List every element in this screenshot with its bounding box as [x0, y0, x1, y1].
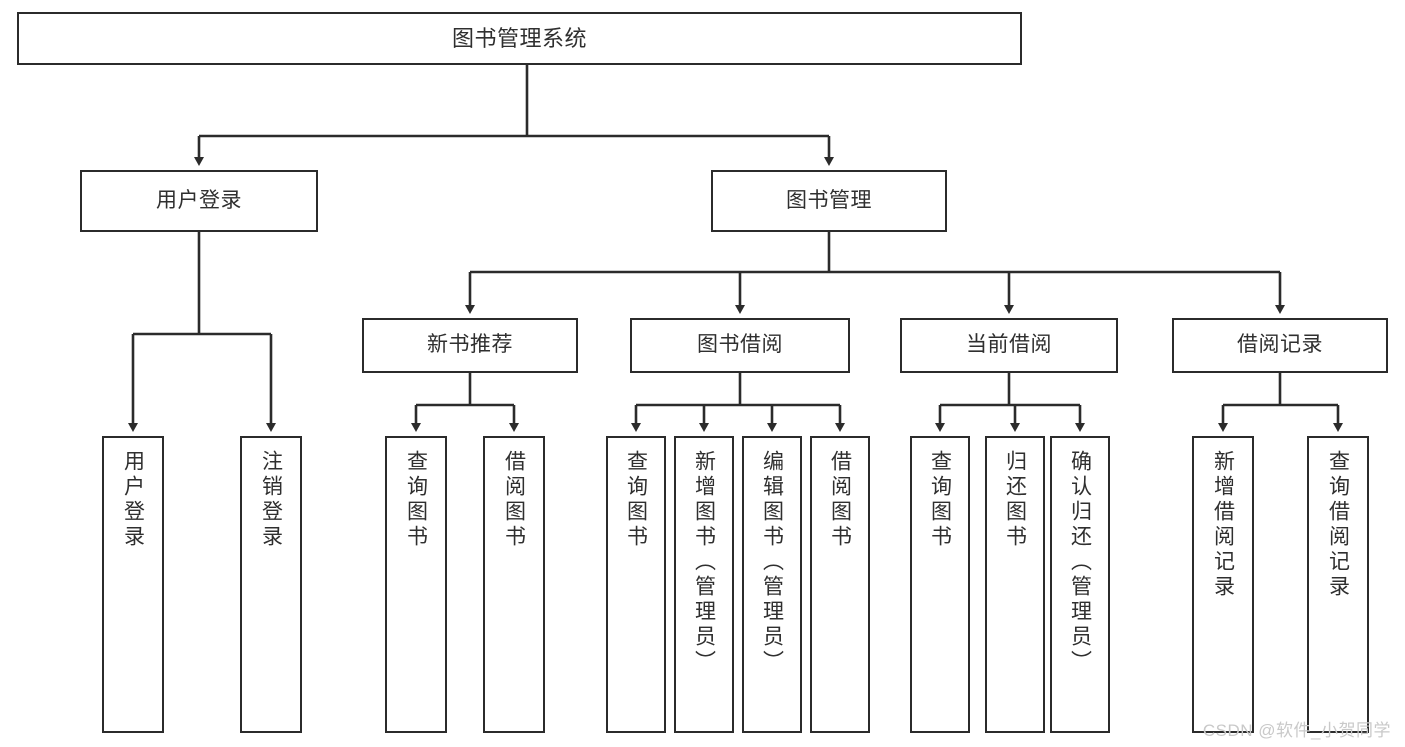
node-leaf-label: 编辑图书（管理员） [760, 450, 784, 675]
edges [128, 65, 1343, 432]
node-leaf-borrow-book-rec[interactable]: 借阅图书 [483, 436, 545, 733]
node-root-system[interactable]: 图书管理系统 [17, 12, 1022, 65]
node-leaf-query-book[interactable]: 查询图书 [606, 436, 666, 733]
node-root-label: 图书管理系统 [451, 25, 587, 51]
node-current-borrow-label: 当前借阅 [966, 333, 1052, 357]
node-leaf-label: 用户登录 [121, 450, 145, 550]
node-current-borrow[interactable]: 当前借阅 [900, 318, 1118, 373]
node-leaf-label: 归还图书 [1003, 450, 1027, 550]
node-leaf-label: 新增图书（管理员） [692, 450, 716, 675]
node-leaf-confirm-return-admin[interactable]: 确认归还（管理员） [1050, 436, 1110, 733]
node-leaf-query-borrow-record[interactable]: 查询借阅记录 [1307, 436, 1369, 733]
node-user-login[interactable]: 用户登录 [80, 170, 318, 232]
node-leaf-query-book-current[interactable]: 查询图书 [910, 436, 970, 733]
node-leaf-label: 查询图书 [624, 450, 648, 550]
node-leaf-label: 查询借阅记录 [1326, 450, 1350, 600]
watermark-text: CSDN @软件_小贺同学 [1202, 721, 1391, 740]
node-borrow-record[interactable]: 借阅记录 [1172, 318, 1388, 373]
node-leaf-edit-book-admin[interactable]: 编辑图书（管理员） [742, 436, 802, 733]
node-new-book-recommend[interactable]: 新书推荐 [362, 318, 578, 373]
node-leaf-return-book[interactable]: 归还图书 [985, 436, 1045, 733]
node-leaf-query-book-rec[interactable]: 查询图书 [385, 436, 447, 733]
node-leaf-add-book-admin[interactable]: 新增图书（管理员） [674, 436, 734, 733]
node-book-management-label: 图书管理 [786, 188, 872, 212]
node-leaf-label: 查询图书 [404, 450, 428, 550]
node-book-borrow-label: 图书借阅 [697, 333, 783, 357]
node-leaf-label: 确认归还（管理员） [1068, 450, 1092, 675]
node-user-login-label: 用户登录 [156, 188, 242, 212]
node-book-management[interactable]: 图书管理 [711, 170, 947, 232]
node-book-borrow[interactable]: 图书借阅 [630, 318, 850, 373]
node-new-book-recommend-label: 新书推荐 [427, 333, 513, 357]
node-leaf-borrow-book[interactable]: 借阅图书 [810, 436, 870, 733]
node-leaf-add-borrow-record[interactable]: 新增借阅记录 [1192, 436, 1254, 733]
node-leaf-label: 借阅图书 [828, 450, 852, 550]
node-leaf-label: 查询图书 [928, 450, 952, 550]
node-borrow-record-label: 借阅记录 [1237, 333, 1323, 357]
node-leaf-user-login[interactable]: 用户登录 [102, 436, 164, 733]
node-leaf-label: 注销登录 [259, 450, 283, 550]
node-leaf-logout[interactable]: 注销登录 [240, 436, 302, 733]
node-leaf-label: 新增借阅记录 [1211, 450, 1235, 600]
node-leaf-label: 借阅图书 [502, 450, 526, 550]
